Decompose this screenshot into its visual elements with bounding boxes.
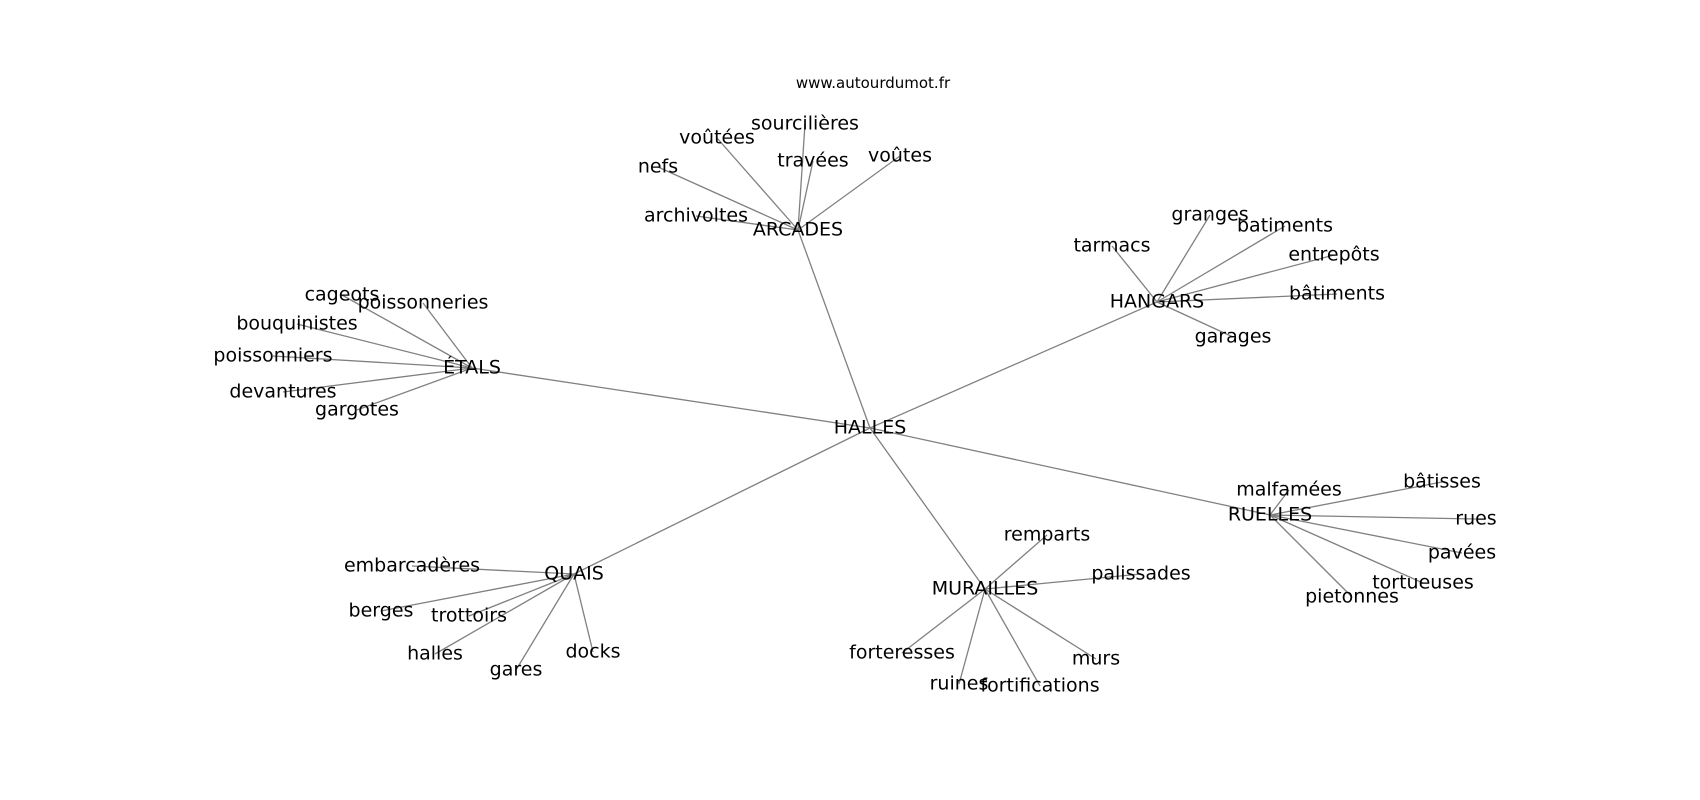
edge-hub-leaf	[1156, 293, 1338, 303]
leaf-node: gargotes	[315, 399, 399, 421]
edge-hub-leaf	[434, 573, 575, 655]
hub-node: QUAIS	[544, 563, 604, 585]
leaf-node: bâtisses	[1403, 471, 1481, 493]
edge-hub-leaf	[468, 573, 575, 617]
leaf-node: rues	[1455, 508, 1496, 530]
edge-hub-leaf	[984, 588, 1041, 687]
edge-hub-leaf	[356, 367, 473, 411]
edge-hub-leaf	[1156, 214, 1211, 303]
edge-hub-leaf	[411, 565, 575, 575]
edge-hub-leaf	[984, 573, 1142, 590]
leaf-node: remparts	[1004, 524, 1090, 546]
leaf-node: bouquinistes	[236, 313, 357, 335]
edge-hub-leaf	[695, 215, 799, 231]
leaf-node: voûtes	[868, 145, 932, 167]
edge-hub-leaf	[1156, 225, 1286, 303]
edge-hub-leaf	[272, 355, 473, 369]
edge-hub-leaf	[797, 155, 901, 231]
edge-hub-leaf	[422, 302, 473, 369]
graph-edges	[272, 123, 1477, 687]
edge-hub-leaf	[1156, 301, 1234, 338]
hub-node: HANGARS	[1110, 291, 1204, 313]
leaf-node: palissades	[1091, 563, 1190, 585]
hub-node: ÉTALS	[443, 356, 501, 379]
leaf-node: devantures	[229, 381, 336, 403]
leaf-node: ruines	[930, 673, 989, 695]
leaf-node: poissonniers	[213, 345, 332, 367]
leaf-node: berges	[349, 600, 414, 622]
edge-hub-leaf	[1269, 514, 1424, 584]
root-node: HALLES	[834, 417, 907, 439]
leaf-node: granges	[1171, 204, 1248, 226]
edge-hub-leaf	[1111, 245, 1158, 303]
edge-hub-leaf	[797, 160, 814, 231]
hub-node: ARCADES	[753, 219, 843, 241]
leaf-node: voûtées	[679, 127, 755, 149]
leaf-node: bâtiments	[1289, 283, 1385, 305]
edge-hub-leaf	[341, 294, 473, 369]
edge-hub-leaf	[797, 123, 806, 231]
edge-hub-leaf	[984, 588, 1097, 660]
leaf-node: tortueuses	[1372, 572, 1474, 594]
leaf-node: archivoltes	[644, 205, 748, 227]
leaf-node: fortifications	[980, 675, 1099, 697]
edge-hub-leaf	[296, 323, 473, 369]
edge-root-hub	[869, 301, 1158, 429]
edge-hub-leaf	[573, 573, 594, 653]
leaf-node: malfamées	[1236, 479, 1342, 501]
leaf-node: entrepôts	[1288, 244, 1379, 266]
edge-hub-leaf	[1269, 481, 1443, 516]
edge-hub-leaf	[716, 137, 799, 231]
edge-root-hub	[471, 367, 871, 429]
leaf-node: tarmacs	[1073, 235, 1150, 257]
hub-node: MURAILLES	[932, 578, 1039, 600]
edge-hub-leaf	[1269, 489, 1290, 516]
edge-hub-leaf	[1269, 514, 1353, 598]
edge-root-hub	[573, 427, 871, 575]
hub-node: RUELLES	[1228, 504, 1312, 526]
leaf-node: poissonneries	[358, 292, 489, 314]
leaf-node: sourcilières	[751, 113, 859, 135]
leaf-node: pavées	[1428, 542, 1496, 564]
edge-root-hub	[869, 427, 1271, 516]
edge-hub-leaf	[380, 573, 575, 612]
leaf-node: forteresses	[849, 642, 955, 664]
edge-hub-leaf	[958, 588, 986, 685]
edge-hub-leaf	[984, 534, 1048, 590]
leaf-node: garages	[1195, 326, 1272, 348]
leaf-node: cageots	[305, 284, 380, 306]
edge-hub-leaf	[282, 367, 473, 393]
leaf-node: trottoirs	[431, 605, 507, 627]
edge-hub-leaf	[1156, 254, 1335, 303]
leaf-node: docks	[565, 641, 620, 663]
edge-root-hub	[797, 229, 871, 429]
leaf-node: gares	[490, 659, 543, 681]
edge-hub-leaf	[657, 166, 799, 231]
leaf-node: embarcadères	[344, 555, 480, 577]
leaf-node: murs	[1072, 648, 1120, 670]
website-label: www.autourdumot.fr	[796, 74, 951, 92]
edge-hub-leaf	[1269, 514, 1477, 520]
edge-root-hub	[869, 427, 986, 590]
edge-hub-leaf	[901, 588, 986, 654]
leaf-node: batiments	[1237, 215, 1333, 237]
leaf-node: nefs	[638, 156, 678, 178]
leaf-node: halles	[407, 643, 463, 665]
leaf-node: travées	[777, 150, 848, 172]
leaf-node: pietonnes	[1305, 586, 1399, 608]
edge-hub-leaf	[515, 573, 575, 671]
edge-hub-leaf	[1269, 514, 1463, 554]
